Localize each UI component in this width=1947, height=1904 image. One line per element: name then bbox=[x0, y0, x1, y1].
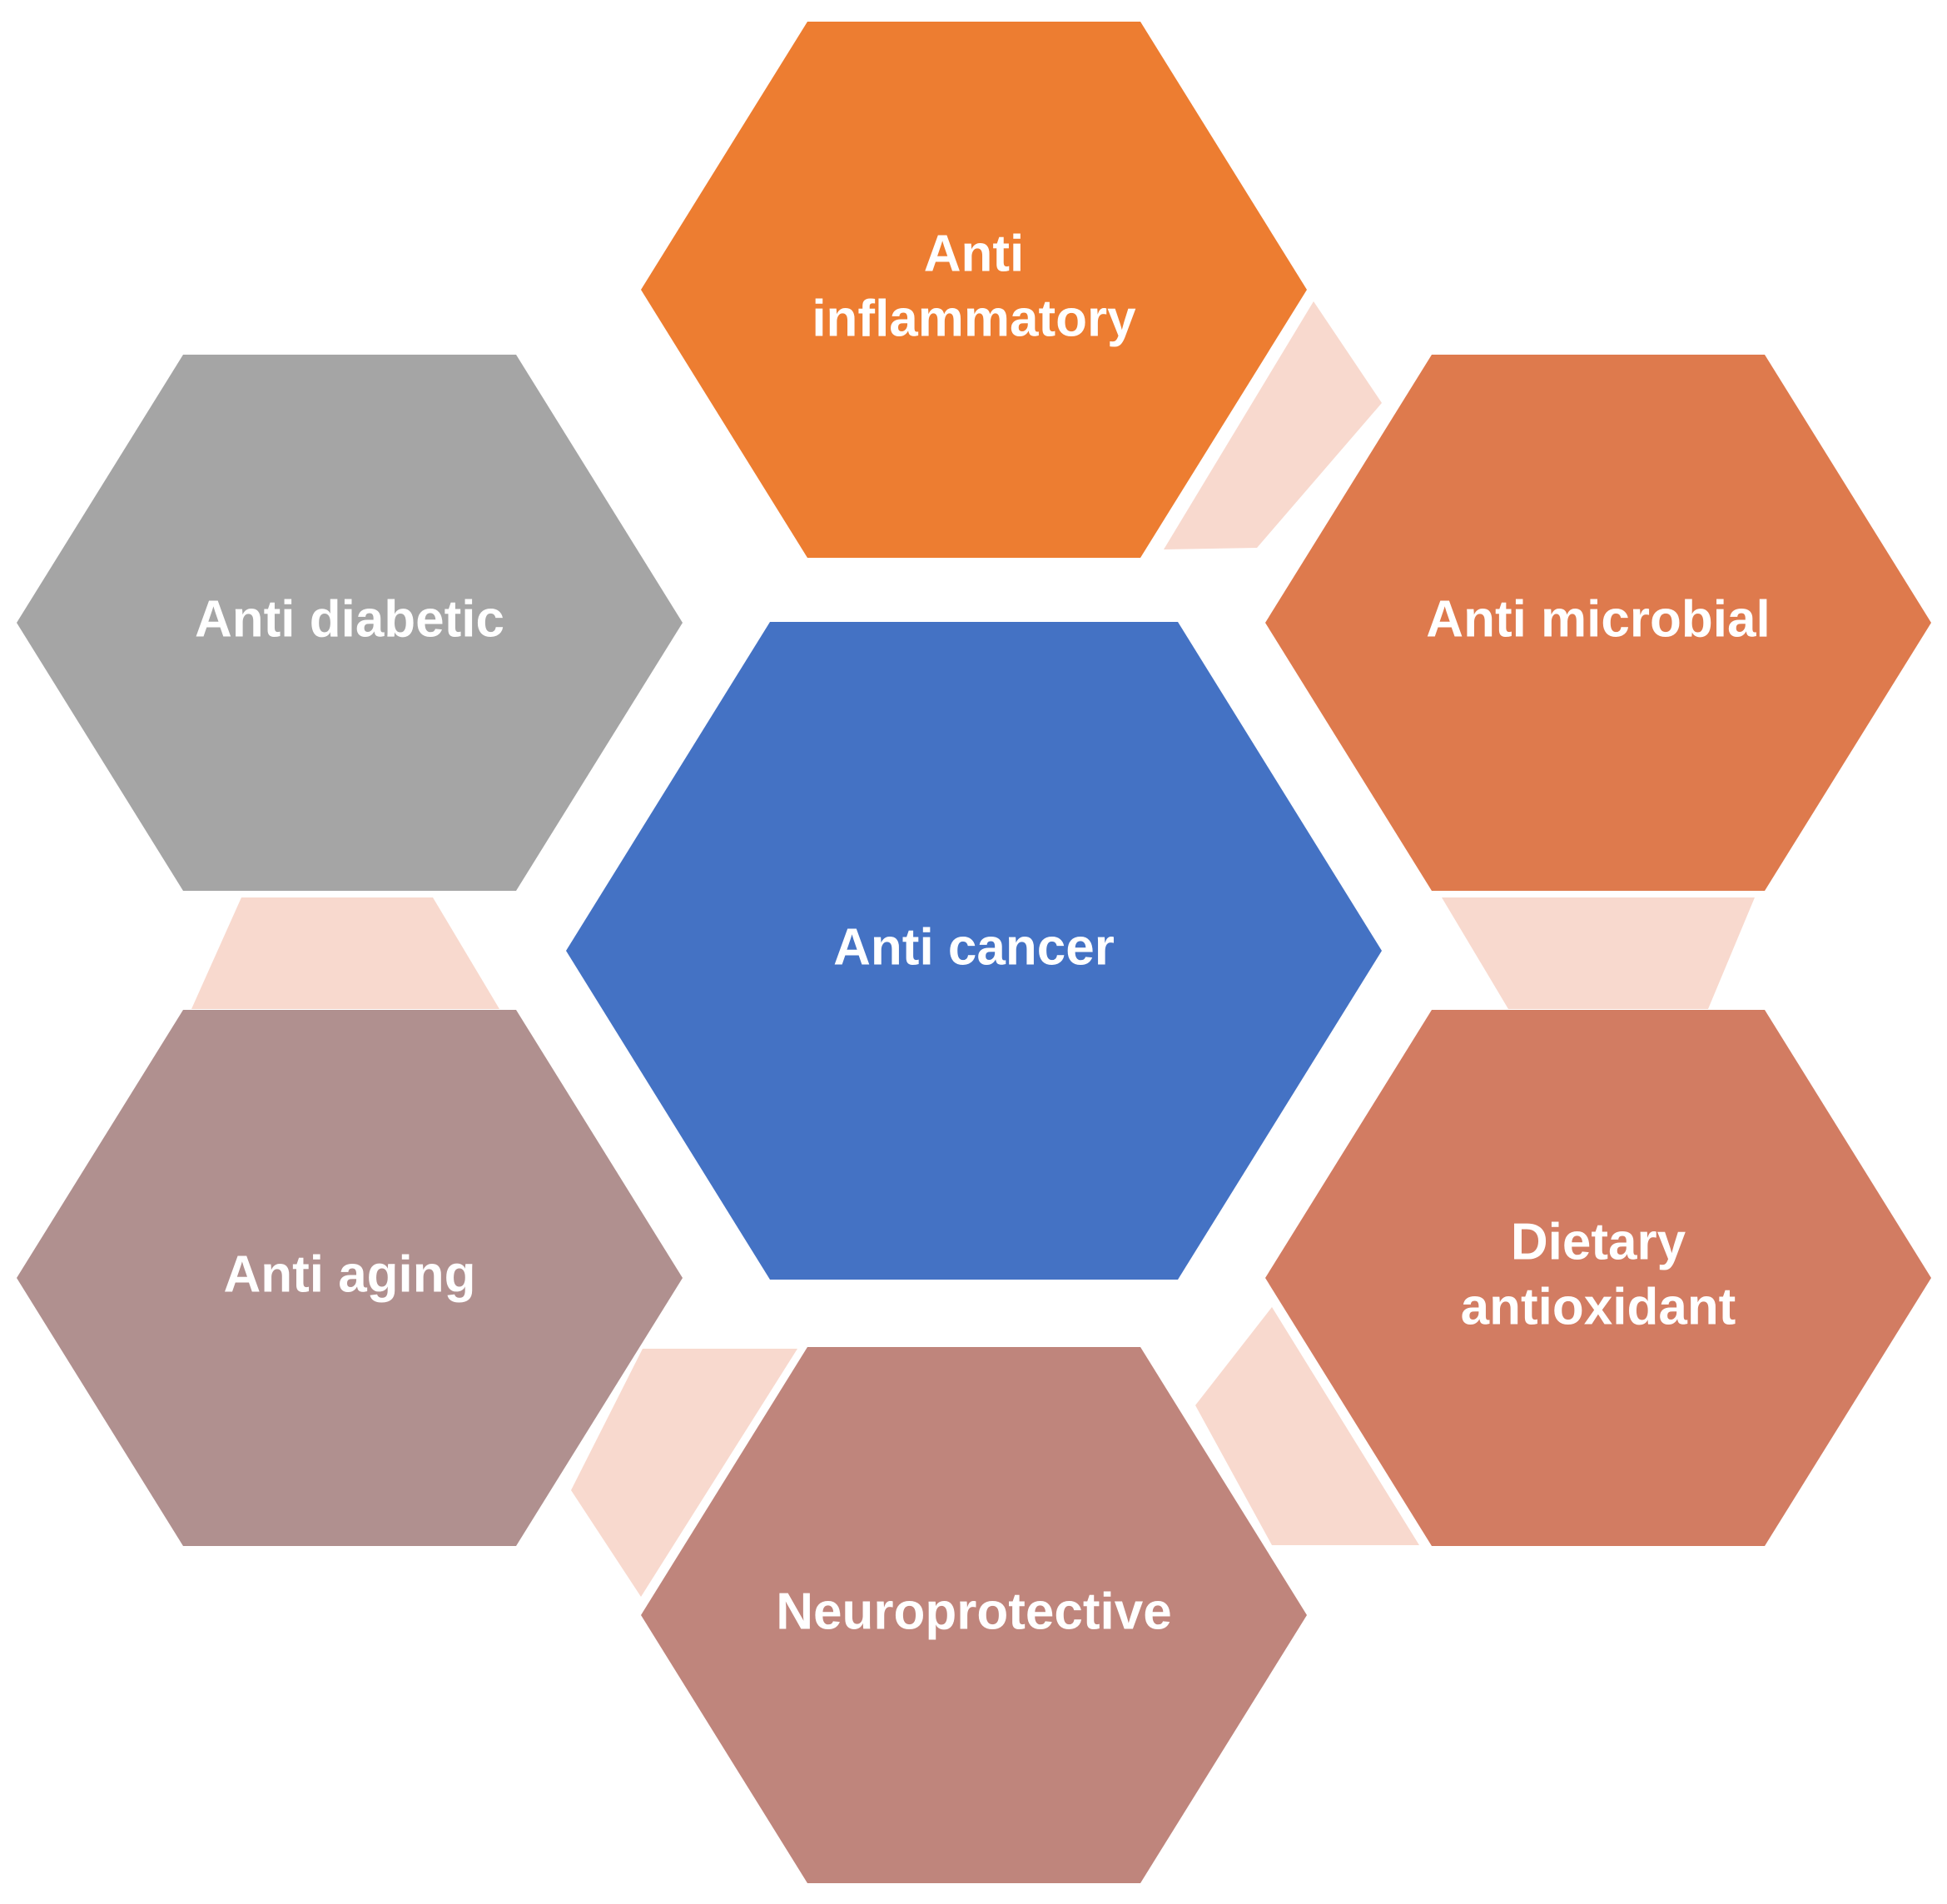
hexagon-dietary-antioxidant: Dietary antioxidant bbox=[1265, 1010, 1931, 1546]
hexagon-anti-aging-shape bbox=[17, 1010, 683, 1546]
hexagon-anti-microbial: Anti microbial bbox=[1265, 355, 1931, 891]
hexagon-dietary-antioxidant-shape bbox=[1265, 1010, 1931, 1546]
connector-aging-diabetic bbox=[191, 897, 499, 1009]
connector-layer bbox=[191, 301, 1755, 1597]
hexagon-anti-inflammatory: Anti inflammatory bbox=[641, 22, 1307, 558]
connector-microbial-antioxidant bbox=[1442, 897, 1755, 1009]
hexagon-anti-aging: Anti aging bbox=[17, 1010, 683, 1546]
hexagon-anti-diabetic-shape bbox=[17, 355, 683, 891]
hexagon-dietary-antioxidant-label: Dietary bbox=[1511, 1213, 1686, 1270]
hexagon-neuroprotective: Neuroprotective bbox=[641, 1347, 1307, 1883]
hexagon-anti-inflammatory-label: inflammatory bbox=[812, 290, 1136, 347]
connector-inflammatory-microbial bbox=[1164, 301, 1382, 549]
hexagon-anti-inflammatory-shape bbox=[641, 22, 1307, 558]
connector-antioxidant-neuro bbox=[1195, 1307, 1419, 1545]
hexagon-neuroprotective-label: Neuroprotective bbox=[776, 1583, 1171, 1640]
hexagon-anti-inflammatory-label: Anti bbox=[924, 225, 1025, 282]
connector-neuro-aging bbox=[571, 1349, 797, 1597]
hexagon-anti-microbial-label: Anti microbial bbox=[1426, 590, 1770, 648]
hexagon-anti-microbial-shape bbox=[1265, 355, 1931, 891]
hexagon-neuroprotective-shape bbox=[641, 1347, 1307, 1883]
hexagon-anti-diabetic-label: Anti diabetic bbox=[195, 590, 504, 648]
hexagon-anti-diabetic: Anti diabetic bbox=[17, 355, 683, 891]
hexagon-anti-cancer: Anti cancer bbox=[566, 622, 1382, 1280]
hexagon-dietary-antioxidant-label: antioxidant bbox=[1461, 1278, 1736, 1335]
hexagon-anti-cancer-shape bbox=[566, 622, 1382, 1280]
hexagon-anti-cancer-label: Anti cancer bbox=[833, 918, 1115, 976]
hexagon-anti-aging-label: Anti aging bbox=[223, 1245, 475, 1303]
